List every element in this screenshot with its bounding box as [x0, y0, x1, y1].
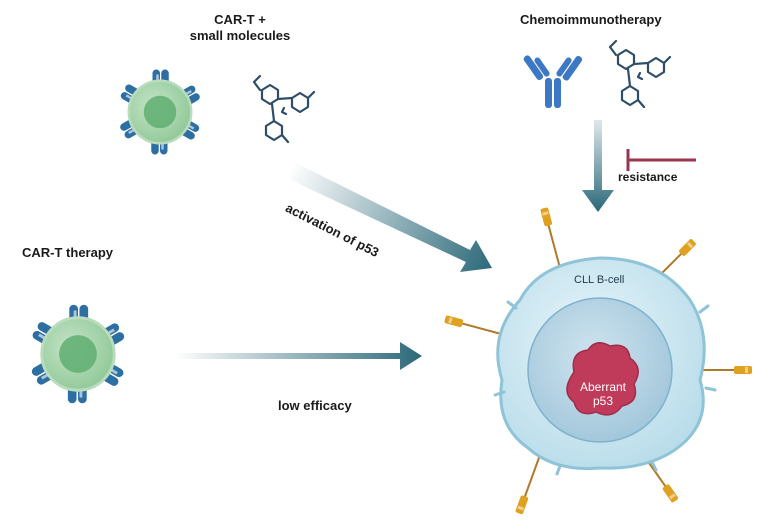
aberrant-p53-icon — [566, 342, 639, 416]
car-t-cell-icon — [119, 70, 201, 155]
low-efficacy-arrow — [175, 342, 422, 370]
cart-small-molecules-label-line1: CAR-T + — [214, 12, 266, 27]
aberrant-p53-label-line1: Aberrant — [579, 380, 627, 394]
cll-bcell-label: CLL B-cell — [574, 274, 625, 286]
activation-arrow — [282, 160, 492, 272]
resistance-label: resistance — [618, 170, 678, 184]
car-t-cell-icon-2 — [30, 305, 126, 404]
cart-small-molecules-label: CAR-T + small molecules — [170, 12, 310, 44]
inhibition-bar-icon — [626, 149, 696, 171]
low-efficacy-label: low efficacy — [278, 398, 352, 413]
chemoimmunotherapy-label: Chemoimmunotherapy — [520, 12, 662, 27]
chemo-arrow — [582, 120, 614, 212]
small-molecule-icon-2 — [608, 39, 672, 109]
aberrant-p53-label-line2: p53 — [592, 394, 614, 408]
small-molecule-icon — [252, 74, 316, 144]
antibody-icon — [523, 55, 583, 108]
cart-therapy-label: CAR-T therapy — [22, 245, 114, 260]
aberrant-p53-label: Aberrant p53 — [560, 380, 646, 408]
cart-small-molecules-label-line2: small molecules — [189, 28, 291, 43]
